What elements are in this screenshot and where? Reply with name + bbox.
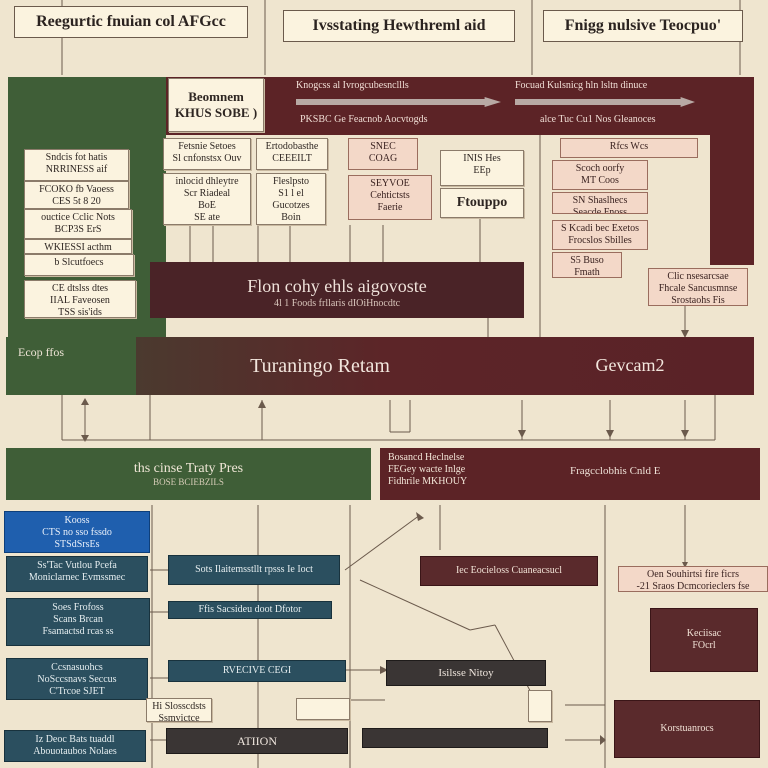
bottom-mid-paper[interactable]: Hi Slosscdsts Ssmvictce [146, 698, 212, 722]
sub-label-1: PKSBC Ge Feacnob Aocvtogds [300, 114, 428, 125]
card-a-3[interactable]: Ertodobasthe CEEEILT [256, 138, 328, 170]
bottom-mid-teal-2[interactable]: Ffis Sacsideu doot Dfotor [168, 601, 332, 619]
bottom-mid-paper-small [296, 698, 350, 720]
main-band-left-label: Ecop ffos [18, 345, 65, 359]
bottom-atin-box[interactable]: ATIION [166, 728, 348, 754]
second-row-maroon-right: Fragcclobhis Cnld E [570, 465, 661, 477]
bottom-left-teal-3[interactable]: Ccsnasuohcs NoSccsnavs Seccus C'Trcoe SJ… [6, 658, 148, 700]
main-band-left [6, 337, 136, 395]
pink-list-2[interactable]: Scoch oorfy MT Coos [552, 160, 648, 190]
card-a-4[interactable]: Fleslpsto S1 l el Gucotzes Boin [256, 173, 326, 225]
stack-card-4[interactable]: WKIESSI acthm [24, 239, 132, 254]
second-row-green-sub: BOSE BCIEBZILS [153, 477, 224, 487]
sub-label-2: alce Tuc Cu1 Nos Gleanoces [540, 114, 656, 125]
pink-list-4[interactable]: S Kcadi bec Exetos Frocslos Sbilles [552, 220, 648, 250]
middle-bar-title: Flon cohy ehls aigovoste [247, 276, 427, 296]
card-c-2[interactable]: Ftouppo [440, 188, 524, 218]
stack-card-6[interactable]: CE dtslss dtes IIAL Faveosen TSS sis'ids [24, 280, 136, 318]
title-card[interactable]: Beomnem KHUS SOBE ) [168, 78, 264, 132]
document-icon [528, 690, 552, 722]
pink-side-card[interactable]: Clic nsesarcsae Fhcale Sancusmnse Srosta… [648, 268, 748, 306]
header-tab-2[interactable]: Ivsstating Hewthreml aid [283, 10, 515, 42]
main-band [136, 337, 754, 395]
stack-card-1[interactable]: Sndcis fot hatis NRRINESS aif [24, 149, 129, 181]
bottom-mid-maroon[interactable]: Iec Eocieloss Cuaneacsucl [420, 556, 598, 586]
header-tab-3[interactable]: Fnigg nulsive Teocpuo' [543, 10, 743, 42]
stack-card-3[interactable]: ouctice Cclic Nots BCP3S ErS [24, 209, 132, 239]
bottom-dark-bar [362, 728, 548, 748]
middle-bar-subtitle: 4l 1 Foods frllaris dIOiHnocdtc [273, 298, 401, 309]
pink-list-3[interactable]: SN Shaslhecs Seacde Fnoss [552, 192, 648, 214]
card-b-2[interactable]: SEYVOE Cehtictsts Faerie [348, 175, 432, 220]
arrow-label-2: Focuad Kulsnicg hln lsltn dinuce [515, 80, 648, 91]
second-row-green-title: ths cinse Traty Pres [133, 461, 244, 476]
card-b-1[interactable]: SNEC COAG [348, 138, 418, 170]
card-c-1[interactable]: INIS Hes EEp [440, 150, 524, 186]
second-row-maroon-left: Bosancd Heclnelse FEGey wacte Inlge Fidh… [388, 452, 468, 487]
card-a-2[interactable]: inlocid dhleytre Scr Riadeal BoE SE ate [163, 173, 251, 225]
bottom-left-teal-1[interactable]: Ss'Tac Vutlou Pcefa Moniclarnec Evmssmec [6, 556, 148, 592]
main-band-right-label: Gevcam2 [595, 355, 665, 375]
stack-card-2[interactable]: FCOKO fb Vaoess CES 5t 8 20 [24, 181, 129, 209]
arrow-label-1: Knogcss al Ivrogcubesncllls [296, 80, 409, 91]
arrow-left-band [296, 97, 501, 107]
bottom-right-maroon-2[interactable]: Korstuanrocs [614, 700, 760, 758]
top-maroon-side [710, 135, 754, 265]
bottom-left-teal-2[interactable]: Soes Frofoss Scans Brcan Fsamactsd rcas … [6, 598, 150, 646]
header-tab-1[interactable]: Reegurtic fnuian col AFGcc [14, 6, 248, 38]
bottom-blue-box[interactable]: Kooss CTS no sso fssdo STSdSrsEs [4, 511, 150, 553]
second-row-green[interactable]: ths cinse Traty Pres BOSE BCIEBZILS [6, 448, 371, 500]
top-maroon-band [166, 77, 754, 135]
bottom-mid-teal-1[interactable]: Sots Ilaitemsstllt rpsss Ie Ioct [168, 555, 340, 585]
arrow-right-band [515, 97, 695, 107]
pink-list-5[interactable]: S5 Buso Fmath [552, 252, 622, 278]
bottom-right-paper[interactable]: Oen Souhirtsi fire ficrs -21 Sraos Dcmco… [618, 566, 768, 592]
middle-bar[interactable]: Flon cohy ehls aigovoste 4l 1 Foods frll… [150, 262, 524, 318]
bottom-left-teal-4[interactable]: Iz Deoc Bats tuaddl Abouotaubos Nolaes [4, 730, 146, 762]
card-a-1[interactable]: Fetsnie Setoes Sl cnfonstsx Ouv [163, 138, 251, 170]
second-row-maroon[interactable]: Bosancd Heclnelse FEGey wacte Inlge Fidh… [380, 448, 760, 500]
main-band-center-label: Turaningo Retam [250, 355, 390, 377]
stack-card-5[interactable]: b Slcutfoecs [24, 254, 134, 276]
bottom-right-maroon-1[interactable]: Keciisac FOcrl [650, 608, 758, 672]
bottom-mid-teal-3[interactable]: RVECIVE CEGI [168, 660, 346, 682]
bottom-mid-dark[interactable]: Isilsse Nitoy [386, 660, 546, 686]
pink-list-1[interactable]: Rfcs Wcs [560, 138, 698, 158]
